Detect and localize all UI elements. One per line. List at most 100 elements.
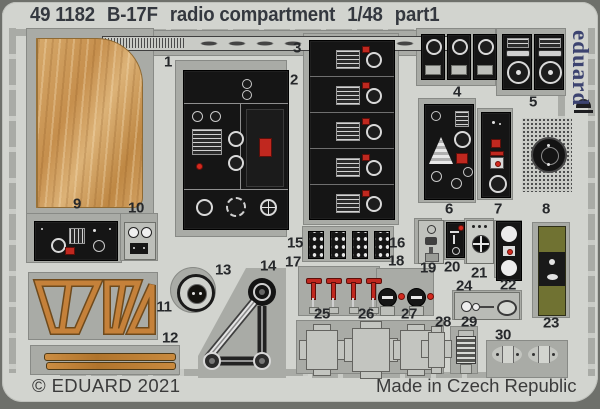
red-indicator (362, 190, 370, 197)
part-14-linkage-arm (198, 268, 286, 378)
knob-ring (228, 131, 244, 147)
part-number-label: 20 (443, 258, 461, 276)
lever-pin (332, 298, 334, 307)
red-indicator (458, 225, 464, 231)
clamp-detail (425, 237, 437, 245)
part-7-panel (481, 112, 511, 198)
module-row (310, 77, 394, 113)
base-detail (425, 253, 439, 262)
dial-mark (192, 292, 195, 295)
part-11-wood-truss (32, 279, 156, 335)
eduard-pin-icon (574, 110, 593, 113)
lever-pin (352, 298, 354, 307)
part-number-label: 30 (494, 326, 512, 344)
knob-ring (366, 160, 382, 176)
slot (538, 50, 562, 57)
copyright-text: © EDUARD 2021 (32, 375, 181, 396)
part-6-panel (424, 104, 474, 200)
red-switch (65, 247, 75, 255)
part-number-label: 23 (542, 314, 560, 332)
lever-pin (372, 298, 374, 307)
wood-floor-panel (36, 38, 143, 208)
red-indicator (362, 46, 370, 53)
mesh-hub (531, 137, 567, 173)
grille (336, 122, 360, 141)
panel-divider (184, 103, 288, 104)
pivot-disc (472, 303, 480, 311)
knob-ring (260, 199, 277, 216)
catalog-number: 49 1182 (30, 4, 95, 26)
module-row (310, 113, 394, 149)
part-number-label: 14 (259, 257, 277, 275)
aircraft-name: B-17F (107, 4, 158, 26)
knob-ring (478, 39, 494, 55)
part-number-label: 2 (289, 71, 299, 89)
lever-mount (349, 307, 359, 314)
part-number-label: 25 (313, 305, 331, 323)
lamp (141, 227, 152, 238)
knob-ring (228, 155, 244, 171)
frame-rail-left (9, 28, 16, 373)
lamp (128, 227, 139, 238)
fitting-hole (496, 353, 499, 356)
fitting-band (538, 346, 550, 363)
part-17-lever (366, 276, 382, 314)
part-number-label: 15 (286, 234, 304, 252)
starburst-mark (549, 259, 555, 265)
knob-ring (454, 131, 471, 148)
fitting-hole (552, 353, 555, 356)
part-number-label: 17 (284, 253, 302, 271)
frame-rail-bottom-left (60, 369, 308, 376)
dial (499, 123, 501, 125)
part-9-panel (34, 221, 118, 261)
part-number-label: 5 (528, 93, 538, 111)
part-number-label: 27 (400, 305, 418, 323)
red-indicator (362, 154, 370, 161)
knob-stripe (411, 296, 422, 299)
part-4-module (473, 34, 497, 80)
part-28-box (428, 332, 445, 368)
part-number-label: 26 (357, 305, 375, 323)
dial-mark (199, 292, 202, 295)
mark (450, 231, 459, 233)
red-indicator (196, 163, 203, 170)
knob-stripe (382, 296, 393, 299)
hub-dot (547, 163, 550, 166)
gear-wheel (226, 197, 246, 217)
fitting-hole (532, 353, 535, 356)
part-15-plate (330, 231, 346, 259)
panel-divider (240, 103, 241, 189)
dial (431, 111, 441, 121)
dial (452, 247, 460, 255)
grille (336, 158, 360, 177)
part-number-label: 19 (419, 259, 437, 277)
red-handle (259, 138, 272, 157)
part-number-label: 4 (452, 83, 462, 101)
speaker-horn (429, 137, 453, 164)
part-4-module (447, 34, 471, 80)
module-row (310, 41, 394, 77)
dial-face (187, 284, 207, 304)
panel-door (246, 109, 284, 187)
part-number-label: 28 (434, 313, 452, 331)
rivet (143, 247, 145, 249)
part-17-lever (346, 276, 362, 314)
strip-hatch-texture (105, 38, 185, 48)
grille (336, 194, 360, 213)
part-18-knob (407, 288, 426, 307)
part-number-label: 1 (163, 53, 173, 71)
cylinder-ribs (456, 336, 476, 364)
dial (492, 121, 495, 124)
cylinder-foot (460, 364, 472, 374)
frame-rail-bottom-right (312, 372, 558, 378)
red-indicator (362, 118, 370, 125)
part-17-lever (326, 276, 342, 314)
dial (242, 79, 252, 89)
part-number-label: 12 (161, 329, 179, 347)
eduard-pin-icon (576, 99, 591, 108)
placard (490, 157, 504, 169)
part-number-label: 6 (444, 200, 454, 218)
part-17-lever (306, 276, 322, 314)
rod (480, 306, 494, 308)
knob-ring (366, 124, 382, 140)
